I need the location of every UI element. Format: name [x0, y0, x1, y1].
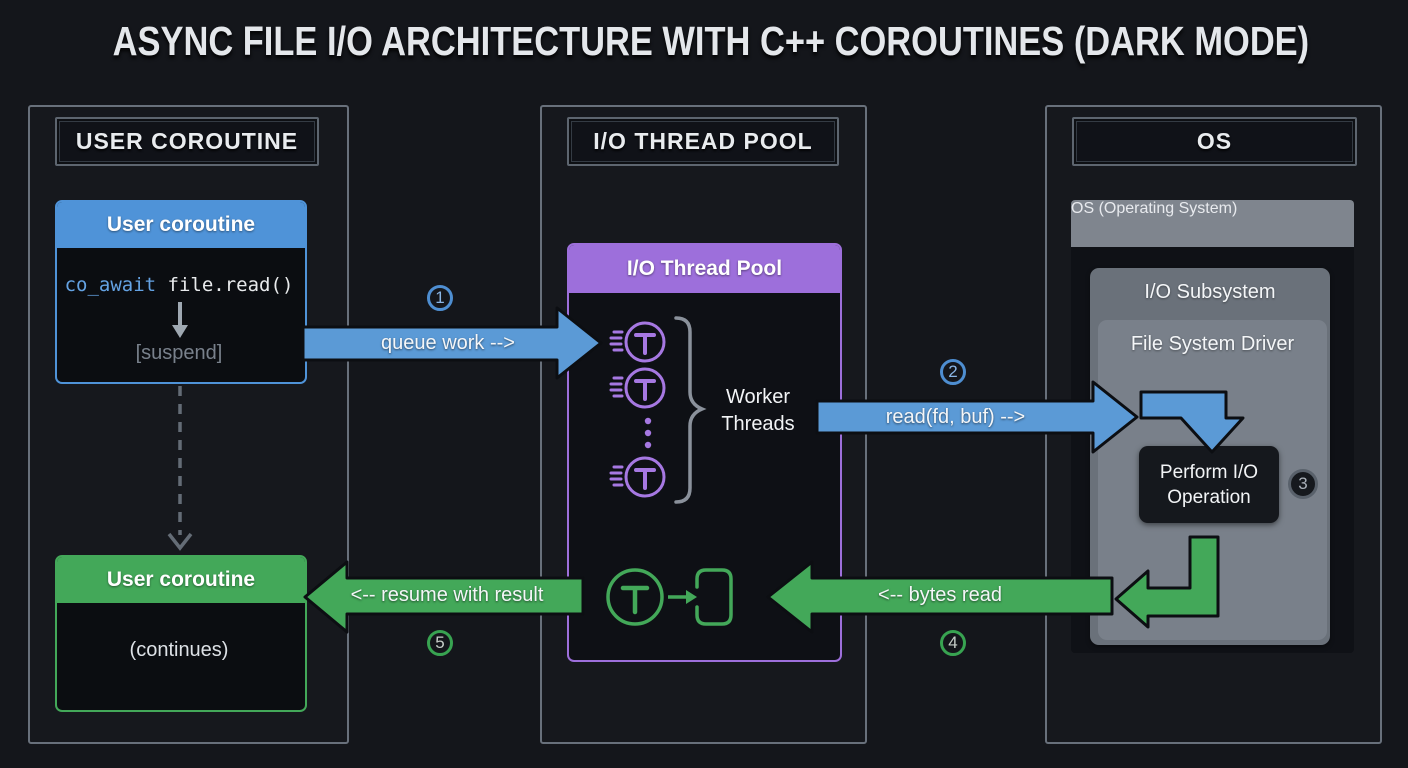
- step-badge-1: 1: [427, 285, 453, 311]
- perform-io-operation-box: Perform I/O Operation: [1139, 446, 1279, 523]
- step-badge-4: 4: [940, 630, 966, 656]
- lane-user-coroutine: [28, 105, 349, 744]
- user-coroutine-resume-box: User coroutine: [55, 555, 307, 712]
- suspend-label: [suspend]: [135, 342, 223, 364]
- page-title: ASYNC FILE I/O ARCHITECTURE WITH C++ COR…: [112, 18, 1310, 64]
- lane-header-io-thread-pool: I/O THREAD POOL: [567, 117, 839, 166]
- user-coroutine-start-title: User coroutine: [57, 202, 305, 248]
- user-coroutine-resume-title: User coroutine: [57, 557, 305, 603]
- resume-label: <-- resume with result: [350, 584, 544, 606]
- io-thread-pool-title: I/O Thread Pool: [569, 245, 840, 293]
- code-call: file.read(): [156, 274, 294, 296]
- file-system-driver-label: File System Driver: [1130, 333, 1295, 355]
- read-call-label: read(fd, buf) -->: [885, 406, 1026, 428]
- perform-io-line1: Perform I/O: [1159, 461, 1259, 483]
- code-keyword: co_await: [64, 274, 157, 296]
- user-coroutine-start-box: User coroutine: [55, 200, 307, 384]
- queue-work-label: queue work -->: [381, 332, 515, 354]
- os-box-title: OS (Operating System): [1071, 200, 1354, 247]
- step-badge-2: 2: [940, 359, 966, 385]
- worker-threads-label: Worker Threads: [721, 386, 795, 435]
- bytes-read-label: <-- bytes read: [878, 584, 1002, 606]
- lane-header-os: OS: [1072, 117, 1357, 166]
- io-subsystem-label: I/O Subsystem: [1144, 281, 1276, 303]
- co-await-code-line: co_await file.read(): [55, 274, 303, 296]
- continues-label: (continues): [129, 639, 229, 661]
- step-badge-3: 3: [1288, 469, 1318, 499]
- lane-header-user-coroutine: USER COROUTINE: [55, 117, 319, 166]
- step-badge-5: 5: [427, 630, 453, 656]
- perform-io-line2: Operation: [1167, 486, 1251, 508]
